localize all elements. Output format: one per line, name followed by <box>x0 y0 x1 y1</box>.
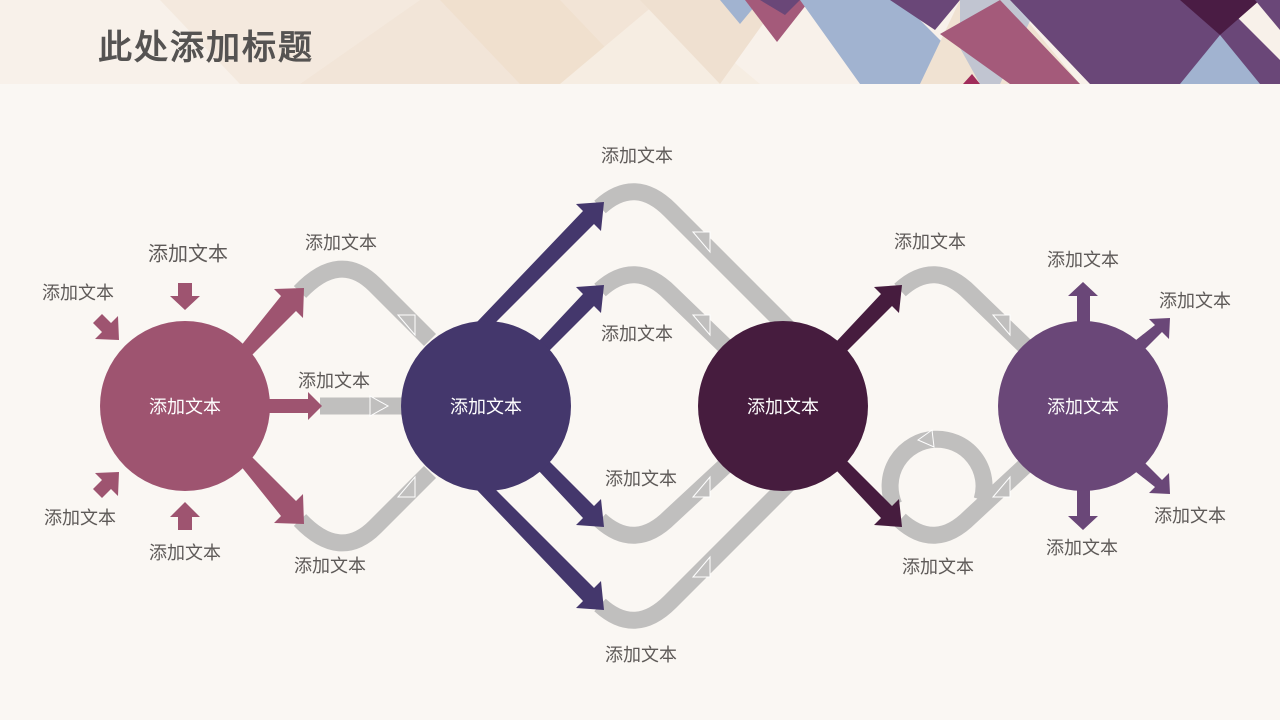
label-n1-n2-lower: 添加文本 <box>294 556 366 577</box>
node1-arrows <box>93 283 322 530</box>
label-n4-topright: 添加文本 <box>1159 291 1231 312</box>
node3-label: 添加文本 <box>747 397 819 418</box>
node4-circle <box>998 321 1168 491</box>
node2-circle <box>401 321 571 491</box>
label-n2-n3-inner-top: 添加文本 <box>601 324 673 345</box>
label-n4-bottom: 添加文本 <box>1046 538 1118 559</box>
label-n2-n3-outer-bottom: 添加文本 <box>605 645 677 666</box>
label-n1-topleft: 添加文本 <box>42 283 114 304</box>
node4-arrows <box>1068 282 1170 530</box>
label-n1-bottomleft: 添加文本 <box>44 508 116 529</box>
grey-connectors <box>293 183 1031 629</box>
page-title: 此处添加标题 <box>98 28 314 68</box>
node3-circle <box>698 321 868 491</box>
node4-label: 添加文本 <box>1047 397 1119 418</box>
node1-label: 添加文本 <box>149 397 221 418</box>
node1-circle <box>100 321 270 491</box>
label-n2-n3-inner-bottom: 添加文本 <box>605 469 677 490</box>
grey-arrowheads <box>369 231 1011 578</box>
label-n2-n3-outer-top: 添加文本 <box>601 146 673 167</box>
label-n1-top: 添加文本 <box>148 241 228 266</box>
geometric-pattern-decoration <box>0 0 1280 84</box>
label-n1-bottom: 添加文本 <box>149 543 221 564</box>
header-banner: 此处添加标题 <box>0 0 1280 84</box>
label-n1-n2-middle: 添加文本 <box>298 371 370 392</box>
label-n4-top: 添加文本 <box>1047 250 1119 271</box>
label-n1-n2-upper: 添加文本 <box>305 233 377 254</box>
label-n4-bottomright: 添加文本 <box>1154 506 1226 527</box>
node2-label: 添加文本 <box>450 397 522 418</box>
label-n3-n4-upper: 添加文本 <box>894 232 966 253</box>
node3-arrows <box>836 285 902 527</box>
node2-arrows <box>476 202 604 610</box>
label-n3-n4-lower: 添加文本 <box>902 557 974 578</box>
